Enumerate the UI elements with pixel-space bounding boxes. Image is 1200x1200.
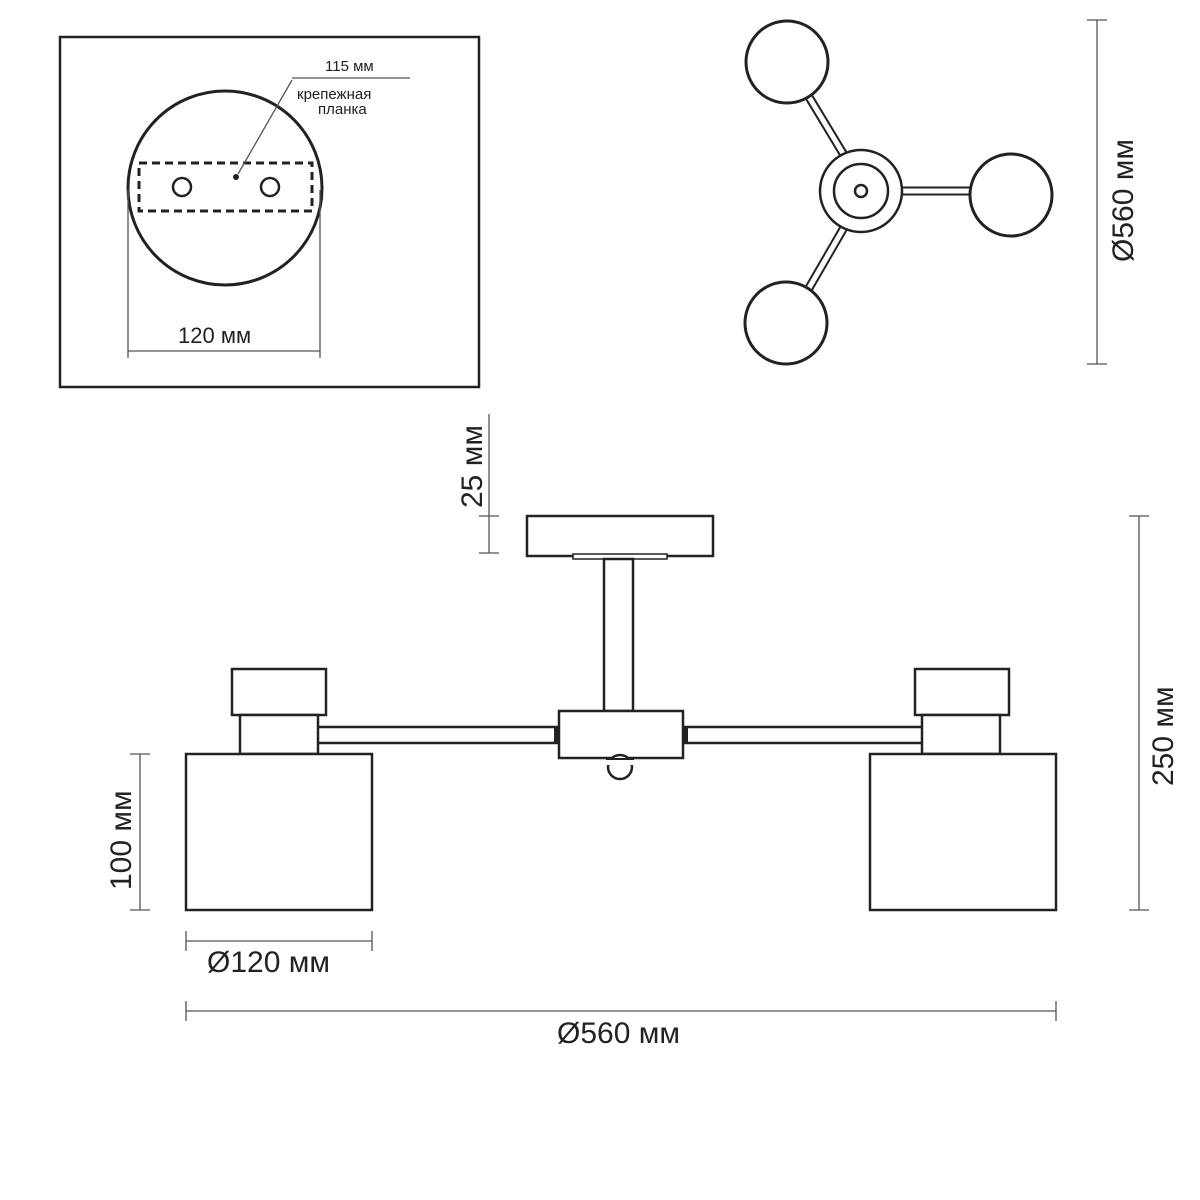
plate-name-label-2: планка bbox=[318, 101, 367, 118]
side-connector-cap-left bbox=[554, 726, 559, 744]
side-finial-mask bbox=[606, 759, 634, 765]
side-view: 25 мм 250 мм 100 мм Ø120 мм Ø560 мм bbox=[105, 414, 1180, 1050]
right-socket-cap bbox=[913, 667, 1011, 717]
side-connector-cap-right bbox=[683, 726, 688, 744]
top-shade-lower bbox=[743, 280, 829, 366]
plate-length-label: 115 мм bbox=[325, 58, 374, 75]
top-diameter-label: Ø560 мм bbox=[1107, 139, 1140, 262]
canopy-diameter-label: 120 мм bbox=[178, 323, 251, 348]
mount-detail-panel: 115 мм крепежная планка 120 мм bbox=[58, 35, 481, 389]
plate-center-dot bbox=[233, 174, 239, 180]
side-stem bbox=[602, 557, 635, 713]
right-socket-body bbox=[920, 713, 1002, 756]
plate-hole-right bbox=[259, 176, 281, 198]
overall-width-label: Ø560 мм bbox=[557, 1017, 680, 1050]
plate-name-label-1: крепежная bbox=[297, 86, 371, 103]
shade-diameter-label: Ø120 мм bbox=[207, 946, 330, 979]
total-height-label: 250 мм bbox=[1147, 686, 1180, 786]
top-shade-right bbox=[968, 152, 1054, 238]
side-canopy bbox=[525, 514, 715, 558]
side-central-connector bbox=[557, 709, 685, 760]
mounting-plate-outline bbox=[137, 161, 314, 213]
canopy-outline-circle bbox=[126, 89, 324, 287]
left-shade bbox=[184, 752, 374, 912]
left-socket-cap bbox=[230, 667, 328, 717]
canopy-height-label: 25 мм bbox=[456, 425, 489, 508]
left-socket-body bbox=[238, 713, 320, 756]
right-shade bbox=[868, 752, 1058, 912]
top-hub-center bbox=[853, 183, 869, 199]
top-view: Ø560 мм bbox=[743, 19, 1140, 366]
plate-hole-left bbox=[171, 176, 193, 198]
top-shade-upper bbox=[744, 19, 830, 105]
shade-height-label: 100 мм bbox=[105, 790, 138, 890]
plate-leader-line bbox=[237, 79, 293, 175]
mount-detail-frame bbox=[58, 35, 481, 389]
